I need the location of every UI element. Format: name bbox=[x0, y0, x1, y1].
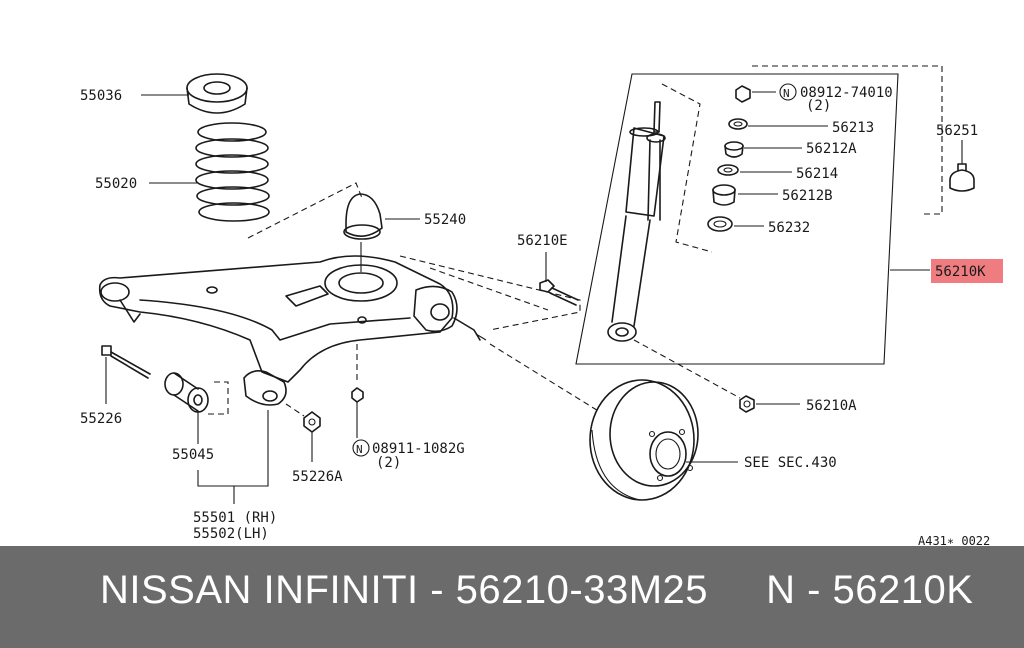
brake-drum-drawing bbox=[589, 379, 699, 501]
shock-dash-line bbox=[633, 339, 741, 399]
label-55045[interactable]: 55045 bbox=[172, 447, 214, 463]
n-symbol-08911: N bbox=[356, 443, 363, 456]
highlight-56210k bbox=[931, 259, 1003, 283]
nut-55226a-drawing bbox=[303, 411, 321, 433]
n-symbol-circle-08911 bbox=[352, 439, 370, 457]
label-56212b[interactable]: 56212B bbox=[782, 188, 833, 204]
label-55240[interactable]: 55240 bbox=[424, 212, 466, 228]
kit-dash-top bbox=[752, 65, 943, 215]
parts-diagram-svg: 55036 55020 55240 bbox=[80, 65, 1003, 546]
label-see-sec[interactable]: SEE SEC.430 bbox=[744, 455, 837, 471]
bump-stopper-drawing bbox=[343, 193, 383, 272]
spring-seat-drawing bbox=[186, 73, 248, 114]
label-56210e[interactable]: 56210E bbox=[517, 233, 568, 249]
label-56232[interactable]: 56232 bbox=[768, 220, 810, 236]
label-55502[interactable]: 55502(LH) bbox=[193, 526, 269, 542]
label-56210k[interactable]: 56210K bbox=[935, 264, 986, 280]
bushing-56212a-drawing bbox=[724, 141, 744, 158]
bushing-drawing bbox=[164, 372, 209, 413]
label-55036[interactable]: 55036 bbox=[80, 88, 122, 104]
label-08911[interactable]: 08911-1082G bbox=[372, 441, 465, 457]
label-55501[interactable]: 55501 (RH) bbox=[193, 510, 277, 526]
bolt-56210e-drawing bbox=[539, 279, 579, 306]
label-56214[interactable]: 56214 bbox=[796, 166, 838, 182]
cap-56232-drawing bbox=[707, 216, 733, 232]
nut-56210a-drawing bbox=[739, 395, 755, 413]
nut-08911-drawing bbox=[351, 387, 364, 403]
label-55226a[interactable]: 55226A bbox=[292, 469, 343, 485]
label-56213[interactable]: 56213 bbox=[832, 120, 874, 136]
bushing-56212b-drawing bbox=[712, 184, 736, 206]
bushing-dash-line bbox=[208, 381, 229, 415]
footer-part-numbers: NISSAN INFINITI - 56210-33M25 N - 56210K bbox=[100, 568, 974, 612]
label-08912-qty: (2) bbox=[806, 98, 831, 114]
nut-dash-line bbox=[285, 403, 305, 417]
bolt-55226-drawing bbox=[101, 345, 151, 379]
label-55226[interactable]: 55226 bbox=[80, 411, 122, 427]
washer-56213-drawing bbox=[728, 118, 748, 130]
parts-diagram: 55036 55020 55240 bbox=[80, 65, 1003, 546]
drum-dash-line bbox=[489, 343, 601, 413]
label-55020[interactable]: 55020 bbox=[95, 176, 137, 192]
arm-dash-line-1 bbox=[399, 255, 581, 331]
reference-code: A431∗ 0022 bbox=[918, 534, 990, 546]
n-symbol-08912: N bbox=[783, 87, 790, 100]
label-56210a[interactable]: 56210A bbox=[806, 398, 857, 414]
washer-56214-drawing bbox=[717, 164, 739, 176]
coil-spring-drawing bbox=[195, 122, 270, 222]
label-08912[interactable]: 08912-74010 bbox=[800, 85, 893, 101]
label-56251[interactable]: 56251 bbox=[936, 123, 978, 139]
cap-56251-drawing bbox=[949, 163, 975, 192]
n-symbol-circle-08912 bbox=[779, 83, 797, 101]
nut-08912-drawing bbox=[735, 85, 751, 103]
arm-dash-line-2 bbox=[429, 267, 549, 311]
leader-55501 bbox=[197, 410, 269, 487]
label-56212a[interactable]: 56212A bbox=[806, 141, 857, 157]
spring-dash-line bbox=[247, 182, 363, 239]
lower-arm-drawing bbox=[98, 255, 487, 406]
shock-absorber-drawing bbox=[607, 101, 666, 342]
label-08911-qty: (2) bbox=[376, 455, 401, 471]
footer-bar: NISSAN INFINITI - 56210-33M25 N - 56210K bbox=[0, 546, 1024, 648]
kit-boundary bbox=[575, 73, 899, 365]
kit-dash-left bbox=[661, 83, 713, 253]
